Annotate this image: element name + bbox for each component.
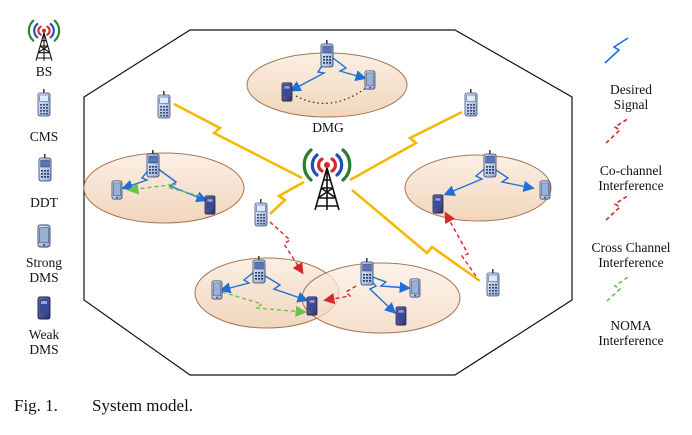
interference-links [269, 211, 477, 305]
co-channel-interference-icon [605, 117, 630, 144]
bs-link-left-upper [173, 102, 303, 180]
cms-phone-icon [37, 88, 51, 117]
bs-tower-icon [27, 19, 61, 62]
legend-label-strong-dms: Strong DMS [25, 255, 62, 285]
ddt-phone-icon [38, 154, 52, 182]
caption-number: Fig. 1. [14, 396, 58, 415]
strong-dms-phone-icon [539, 180, 551, 200]
bs-link-right-upper [349, 110, 463, 182]
bs-link-right-lower [351, 189, 481, 283]
cluster-left [83, 152, 245, 224]
cross-channel-interference-icon [605, 194, 630, 221]
weak-dms-phone-icon [37, 296, 51, 320]
legend-label-ddt: DDT [30, 195, 58, 210]
right-legend-icons [604, 37, 630, 302]
legend-label-noma: NOMA Interference [598, 318, 664, 348]
noma-interference-icon [606, 276, 629, 302]
clusters [83, 52, 552, 334]
strong-dms-phone-icon [211, 280, 223, 300]
cms-phone-icon [464, 88, 478, 117]
legend-label-cms: CMS [29, 129, 59, 144]
bs-links [173, 102, 481, 283]
legend-label-bs: BS [35, 64, 53, 79]
ddt-phone-icon [146, 150, 160, 178]
bs-link-left-lower [269, 180, 305, 215]
strong-dms-phone-icon [364, 70, 376, 90]
legend-label-weak-dms: Weak DMS [28, 327, 60, 357]
cms-phone-icon [486, 268, 500, 297]
ddt-phone-icon [320, 40, 334, 68]
caption-text: System model. [92, 396, 194, 415]
desired-signal-icon [604, 37, 629, 64]
legend-label-desired-signal: Desired Signal [610, 82, 652, 112]
weak-dms-phone-icon [395, 306, 407, 326]
ddt-phone-icon [252, 256, 266, 284]
cms-phone-icon [254, 198, 268, 227]
legend-label-cross-channel: Cross Channel Interference [591, 240, 671, 270]
base-station-tower-icon [302, 148, 352, 212]
weak-dms-phone-icon [204, 195, 216, 215]
desired-signal-links [121, 57, 535, 314]
ddt-phone-icon [483, 150, 497, 178]
strong-dms-phone-icon [111, 180, 123, 200]
dmg-label: DMG [312, 120, 344, 135]
strong-dms-phone-icon [409, 278, 421, 298]
weak-dms-phone-icon [306, 296, 318, 316]
cell-hexagon [83, 29, 573, 376]
weak-dms-phone-icon [281, 82, 293, 102]
legend-label-co-channel: Co-channel Interference [598, 163, 664, 193]
ddt-phone-icon [360, 258, 374, 286]
noma-interference-links [127, 183, 307, 317]
cms-phone-icon [157, 90, 171, 119]
strong-dms-phone-icon [37, 224, 51, 248]
cluster-bottom-right [301, 262, 461, 334]
weak-dms-phone-icon [432, 194, 444, 214]
figure-caption: Fig. 1. System model. [14, 396, 193, 416]
